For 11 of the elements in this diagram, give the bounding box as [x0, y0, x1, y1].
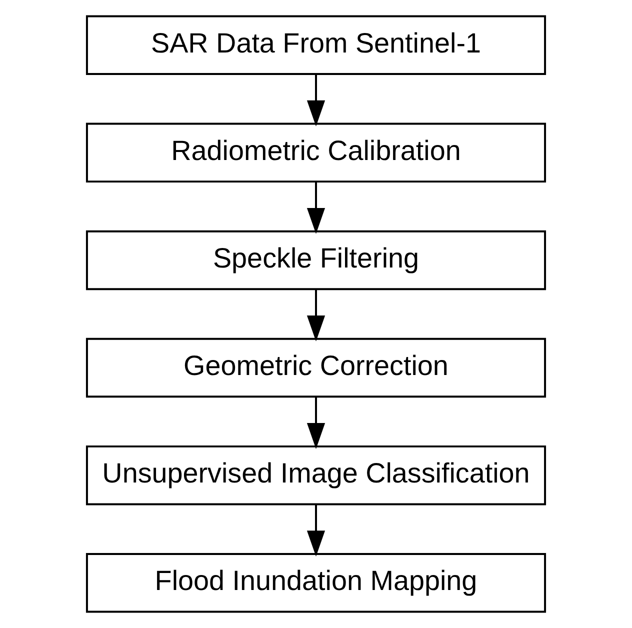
arrow [306, 504, 326, 556]
node-box: Geometric Correction [86, 338, 546, 398]
node-box: Flood Inundation Mapping [86, 553, 546, 613]
arrow [306, 289, 326, 342]
node-box: Radiometric Calibration [86, 122, 546, 183]
node-box: Speckle Filtering [86, 230, 546, 290]
arrow [306, 182, 326, 234]
node-box: SAR Data From Sentinel-1 [86, 15, 546, 75]
arrow [306, 74, 326, 126]
arrow [306, 396, 326, 449]
node-box: Unsupervised Image Classification [86, 445, 546, 506]
